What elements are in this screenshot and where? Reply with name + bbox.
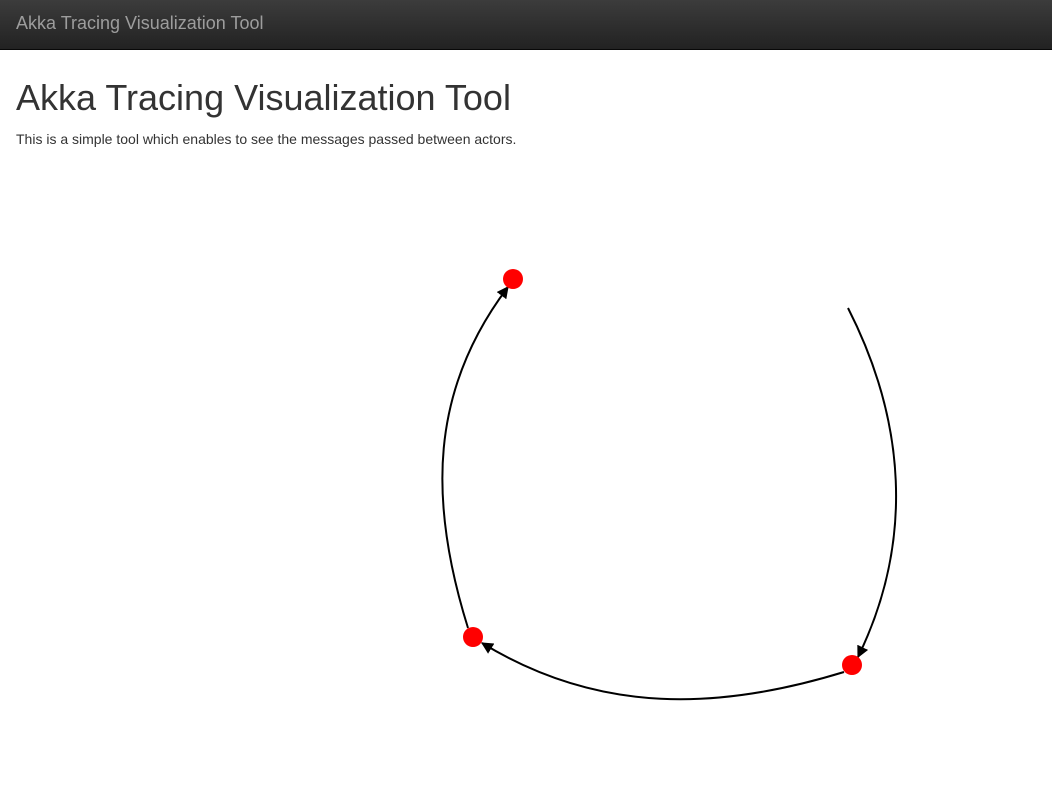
actor-node[interactable] [503,269,523,289]
actor-node[interactable] [463,627,483,647]
page-title: Akka Tracing Visualization Tool [16,77,511,118]
message-edge [480,642,845,701]
message-edge [847,307,898,659]
navbar: Akka Tracing Visualization Tool [0,0,1052,50]
message-edge [441,286,509,629]
actor-node[interactable] [842,655,862,675]
navbar-brand-link[interactable]: Akka Tracing Visualization Tool [16,13,264,33]
page-description: This is a simple tool which enables to s… [16,131,517,147]
